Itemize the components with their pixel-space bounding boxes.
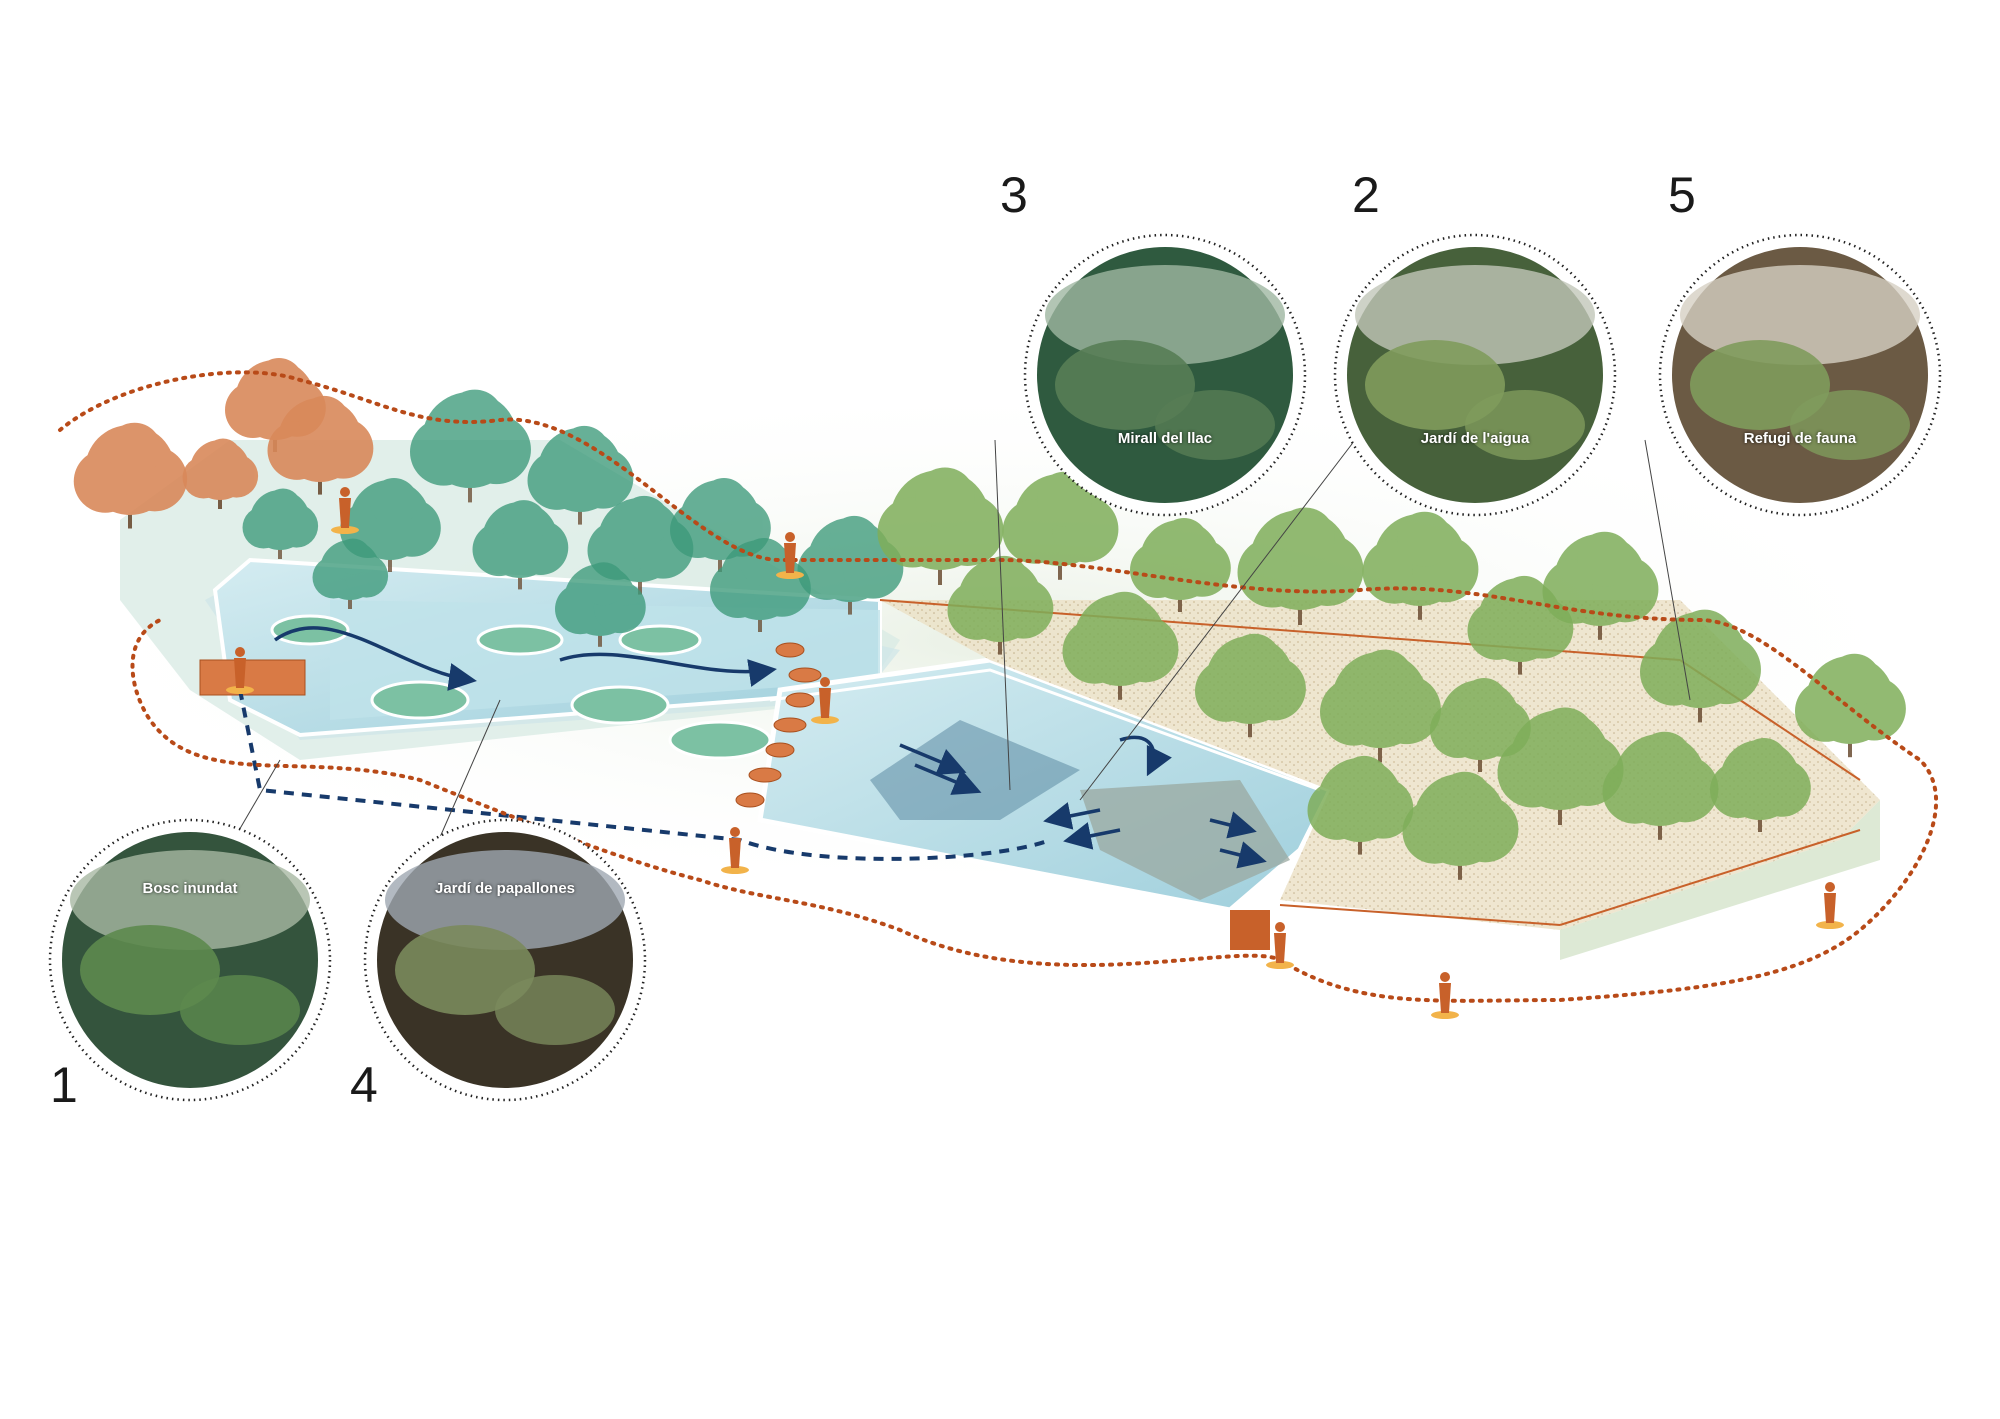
tree bbox=[1002, 471, 1119, 580]
person-silhouette bbox=[331, 487, 359, 534]
zone-label-3: Mirall del llac bbox=[1117, 430, 1213, 447]
tree bbox=[1307, 755, 1414, 855]
tree bbox=[472, 500, 569, 590]
tree bbox=[1795, 653, 1906, 758]
tree bbox=[1320, 649, 1441, 763]
zone-photo-circle bbox=[363, 818, 647, 1102]
tree bbox=[710, 538, 811, 632]
person-silhouette bbox=[1266, 922, 1294, 969]
photo-circles bbox=[48, 233, 1942, 1102]
person-silhouette bbox=[811, 677, 839, 724]
tree bbox=[1402, 771, 1519, 880]
tree bbox=[242, 488, 319, 559]
zone-photo-circle bbox=[48, 818, 332, 1102]
person-silhouette bbox=[226, 647, 254, 694]
stepping-stones bbox=[735, 642, 822, 808]
person-silhouette bbox=[776, 532, 804, 579]
tree bbox=[182, 438, 259, 509]
zone-photo-circle bbox=[1658, 233, 1942, 517]
zone-label-2: Jardí de l'aigua bbox=[1420, 430, 1530, 447]
person-silhouette bbox=[1816, 882, 1844, 929]
tree bbox=[73, 422, 188, 529]
person-silhouette bbox=[1431, 972, 1459, 1019]
underground-flow bbox=[238, 689, 1051, 861]
zone-label-4: Jardí de papallones bbox=[434, 880, 576, 897]
tree bbox=[1602, 731, 1719, 840]
zone-number-2: 2 bbox=[1352, 167, 1380, 223]
zone-photo-circle bbox=[1023, 233, 1307, 517]
tree bbox=[947, 555, 1054, 655]
tree bbox=[1237, 507, 1364, 625]
leader-lines bbox=[209, 439, 1691, 881]
tree bbox=[877, 467, 1004, 585]
zone-number-1: 1 bbox=[50, 1057, 78, 1113]
tree bbox=[267, 395, 374, 495]
tree bbox=[1497, 707, 1624, 825]
tree bbox=[1362, 511, 1479, 620]
visitor-route bbox=[58, 370, 1939, 1003]
tree bbox=[1430, 678, 1531, 772]
tree bbox=[1195, 633, 1306, 738]
tree bbox=[410, 389, 531, 503]
tree bbox=[1640, 609, 1761, 723]
zone-label-1: Bosc inundat bbox=[142, 880, 238, 897]
zone-number-4: 4 bbox=[350, 1057, 378, 1113]
tree bbox=[1062, 591, 1179, 700]
trees bbox=[73, 358, 1906, 880]
tree bbox=[312, 538, 389, 609]
tree bbox=[527, 425, 634, 525]
zone-photo-circle bbox=[1333, 233, 1617, 517]
tree bbox=[1710, 738, 1811, 832]
zone-number-5: 5 bbox=[1668, 167, 1696, 223]
zone-number-3: 3 bbox=[1000, 167, 1028, 223]
flow-arrows bbox=[273, 626, 1267, 869]
people bbox=[226, 487, 1844, 1019]
zone-label-5: Refugi de fauna bbox=[1743, 430, 1857, 447]
person-silhouette bbox=[721, 827, 749, 874]
tree bbox=[555, 562, 646, 647]
right-deck bbox=[1230, 910, 1270, 950]
